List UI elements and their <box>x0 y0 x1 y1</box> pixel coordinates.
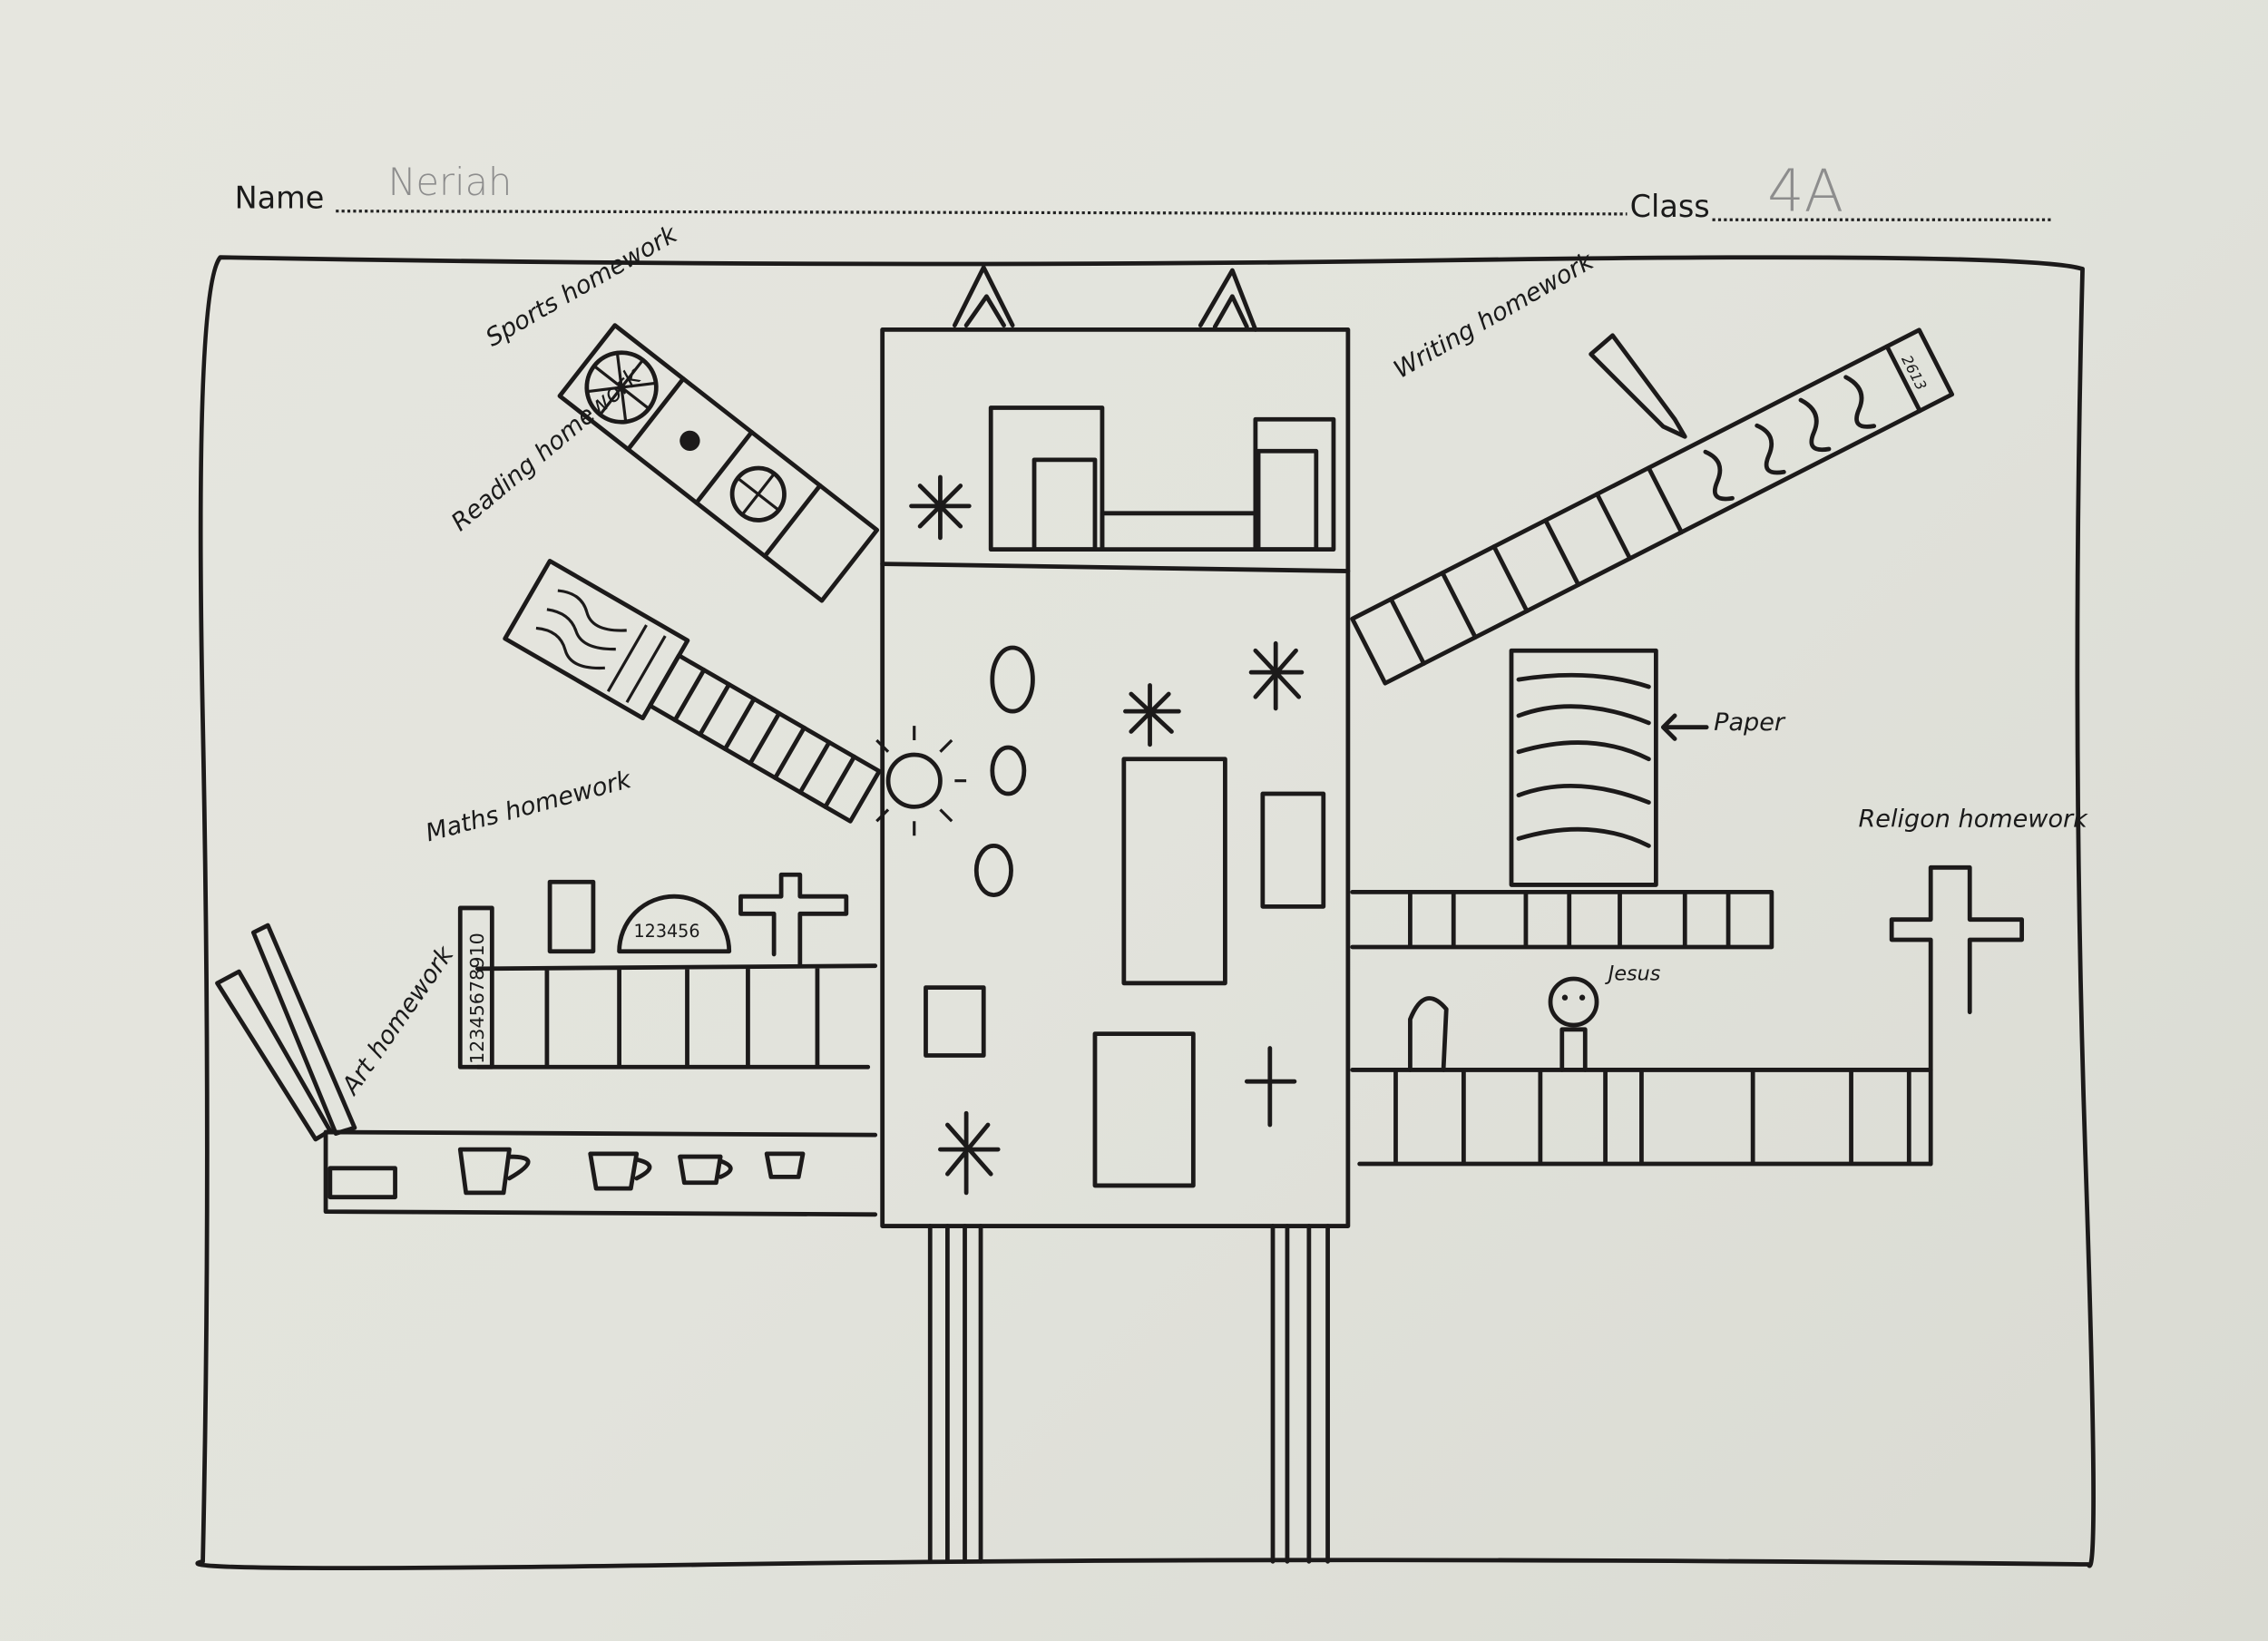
label-jesus: Jesus <box>1605 962 1661 986</box>
label-maths: Maths homework <box>423 766 635 848</box>
name-field: Name Neriah <box>235 161 1628 216</box>
label-religion: Religon homework <box>1859 806 2089 834</box>
ruler-numbers: 12345678910 <box>466 933 488 1064</box>
ruler-icon <box>457 905 494 1070</box>
paintbrush-icon <box>215 923 357 1142</box>
jesus-figure: Jesus <box>1548 962 1661 1072</box>
class-label: Class <box>1630 189 1710 224</box>
label-sports: Sports homework <box>481 220 682 352</box>
pencil-icon <box>1589 333 1687 439</box>
name-label: Name <box>235 181 325 216</box>
maths-shelf: 12345678910 123456 <box>457 872 878 1070</box>
cross-icon <box>1889 864 2025 1167</box>
cup-icon <box>457 1147 806 1196</box>
paper-stack: Paper <box>1509 648 1786 887</box>
name-value: Neriah <box>388 161 513 204</box>
star-icon <box>909 474 1305 1196</box>
protractor-icon <box>617 894 732 954</box>
label-writing: Writing homework <box>1389 247 1599 385</box>
eraser-icon <box>327 1166 397 1200</box>
reading-ladder <box>503 559 882 824</box>
art-shelf <box>215 923 878 1217</box>
label-paper: Paper <box>1714 708 1786 737</box>
label-reading: Reading homework <box>446 362 648 537</box>
plant-icon <box>1408 996 1449 1072</box>
class-value: 4A <box>1767 159 1843 226</box>
book-icon <box>503 559 690 721</box>
religion-shelf: Religon homework Jesus <box>1350 806 2089 1167</box>
sports-ladder <box>557 323 880 603</box>
scroll-note: 2613 <box>1898 352 1930 393</box>
class-field: Class 4A <box>1630 159 2051 226</box>
drawing-frame <box>195 255 2096 1571</box>
cross-icon <box>738 872 849 969</box>
sun-icon <box>875 726 967 836</box>
protractor-numbers: 123456 <box>634 921 700 942</box>
calculator-icon <box>547 879 596 954</box>
central-tower <box>875 265 1351 1564</box>
paper-shelf <box>1350 890 1774 950</box>
label-art: Art homework <box>336 941 460 1101</box>
writing-ladder: 2613 <box>1350 327 1955 686</box>
